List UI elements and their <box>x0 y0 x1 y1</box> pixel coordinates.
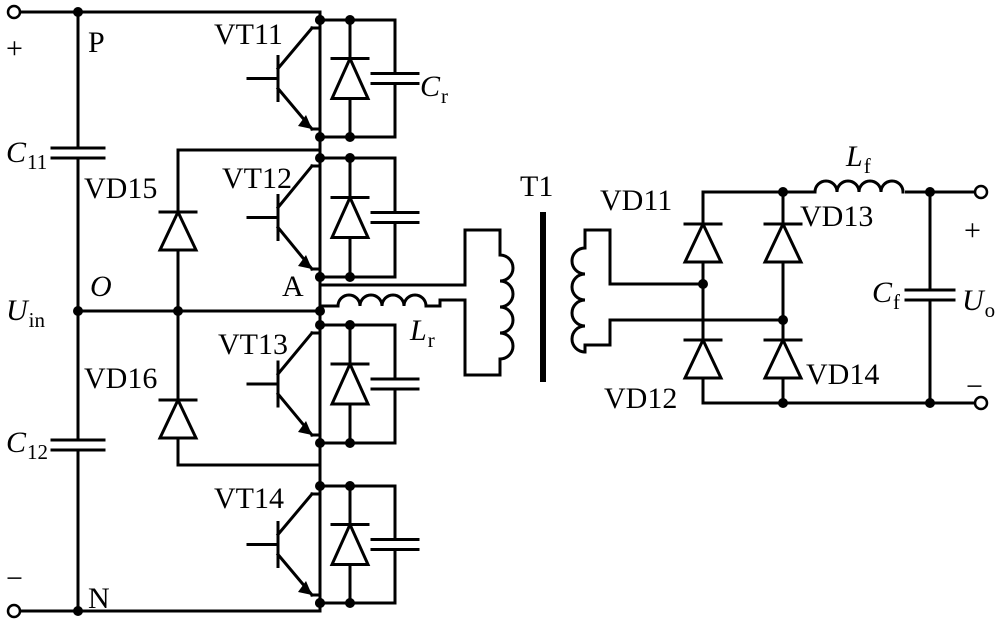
transformer-t1 <box>463 212 785 382</box>
diode-vd11 <box>682 220 724 264</box>
diode-vd15-label: VD15 <box>84 172 157 205</box>
transistor-vt14 <box>246 491 322 598</box>
input-voltage-label: Uin <box>6 294 46 332</box>
diode-vd11-label: VD11 <box>600 184 672 217</box>
switch-cells <box>246 15 420 608</box>
transformer-primary-coil <box>498 253 515 361</box>
switch-cell-vt13 <box>246 320 420 448</box>
split-capacitor-bus <box>50 10 106 613</box>
switch-cell-vt11 <box>246 15 420 142</box>
transistor-vt13 <box>246 330 322 438</box>
capacitor-c12-label: C12 <box>6 426 48 464</box>
antiparallel-diode-vt13 <box>329 360 371 406</box>
node-n-label: N <box>88 582 110 615</box>
switch-cell-vt12 <box>246 153 420 282</box>
inductor-lr <box>336 293 428 308</box>
antiparallel-diode-vt14 <box>329 520 371 566</box>
antiparallel-diode-vt11 <box>329 54 371 100</box>
transistor-vt11 <box>246 25 322 132</box>
inductor-lf-label: Lf <box>845 140 871 178</box>
output-plus-label: + <box>964 214 981 247</box>
inductor-lr-label: Lr <box>409 314 435 352</box>
diode-vd15 <box>157 208 199 252</box>
transistor-vt11-label: VT11 <box>214 18 283 51</box>
diode-vd12 <box>682 336 724 380</box>
clamp-diode-branch <box>157 148 322 467</box>
inductor-lf <box>813 179 905 194</box>
capacitor-cr-label: Cr <box>420 70 448 108</box>
diode-vd14-label: VD14 <box>806 358 879 391</box>
antiparallel-diode-vt12 <box>329 193 371 239</box>
transistor-vt12 <box>246 163 322 272</box>
diode-vd13-label: VD13 <box>800 200 873 233</box>
transformer-t1-label: T1 <box>520 170 553 203</box>
input-minus-terminal <box>6 603 22 619</box>
transistor-vt14-label: VT14 <box>214 482 284 515</box>
diode-vd16-label: VD16 <box>84 362 157 395</box>
capacitor-c11-label: C11 <box>6 136 47 174</box>
transistor-vt12-label: VT12 <box>222 162 292 195</box>
diode-vd12-label: VD12 <box>604 382 677 415</box>
diode-vd14 <box>762 336 804 380</box>
input-minus-label: − <box>6 562 23 595</box>
output-minus-label: − <box>966 370 983 403</box>
transformer-secondary-coil <box>570 246 587 354</box>
input-plus-terminal <box>6 4 22 20</box>
output-minus-terminal <box>973 395 989 411</box>
input-plus-label: + <box>6 32 23 65</box>
output-plus-terminal <box>973 184 989 200</box>
transistor-vt13-label: VT13 <box>218 328 288 361</box>
node-a-wiring <box>315 228 467 377</box>
node-p-label: P <box>88 26 105 59</box>
node-a-label: A <box>282 270 304 303</box>
output-voltage-label: Uo <box>962 284 995 322</box>
midpoint-o-wire <box>76 306 322 316</box>
output-filter <box>813 179 989 411</box>
capacitor-cf-label: Cf <box>872 276 900 314</box>
switch-cell-vt14 <box>246 481 420 608</box>
labels: + − P N O A Uin C11 C12 VD15 VD16 VT11 V… <box>6 18 995 615</box>
diode-vd13 <box>762 220 804 264</box>
node-o-label: O <box>90 270 112 303</box>
diode-vd16 <box>157 396 199 440</box>
